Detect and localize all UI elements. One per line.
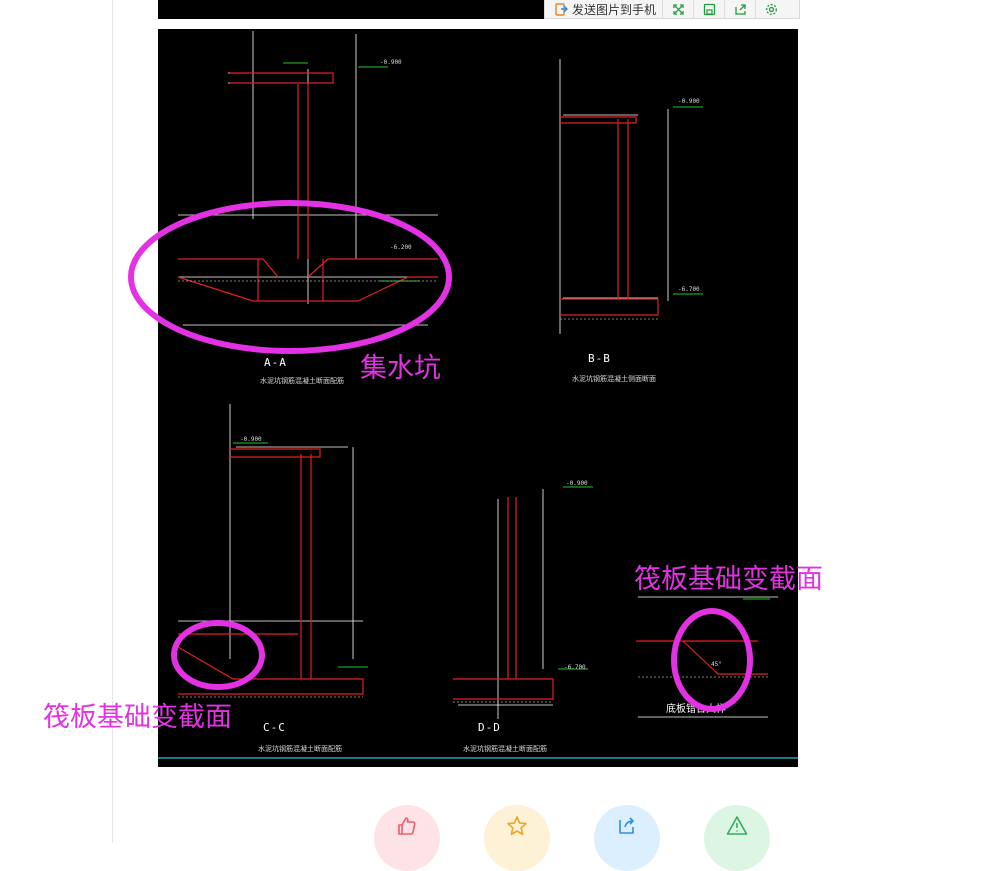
cad-elevation-2: -6.200 <box>390 244 412 251</box>
annotation-raft-change-left: 筏板基础变截面 <box>43 702 232 733</box>
cad-elevation-5: -0.900 <box>240 436 262 443</box>
section-title-b: B-B <box>588 352 611 365</box>
section-title-c: C-C <box>263 721 286 734</box>
settings-icon <box>765 3 777 15</box>
share-icon <box>619 817 634 834</box>
cad-elevation-7: -6.700 <box>564 664 586 671</box>
detail-caption: 底板错台大样 <box>666 704 726 715</box>
cad-elevation-3: -0.900 <box>678 98 700 105</box>
send-to-phone-button[interactable]: 发送图片到手机 <box>545 0 664 18</box>
image-toolbar: 发送图片到手机 <box>544 0 800 19</box>
section-caption-a: 水泥坑钢筋混凝土断面配筋 <box>260 377 344 385</box>
share-image-button[interactable] <box>725 0 757 18</box>
share-button[interactable] <box>594 805 660 871</box>
content-left-border <box>112 0 113 843</box>
cad-elevation-6: -0.900 <box>566 480 588 487</box>
star-icon <box>507 816 527 836</box>
phone-icon <box>555 2 568 16</box>
section-caption-c: 水泥坑钢筋混凝土断面配筋 <box>258 745 342 753</box>
cad-linework: -0.900 -6.200 -0.900 -6.700 -0.900 -0.90… <box>158 31 798 759</box>
save-image-button[interactable] <box>694 0 726 18</box>
thumbs-up-icon <box>398 817 416 835</box>
post-actions-bar <box>0 805 1006 871</box>
settings-button[interactable] <box>756 0 786 18</box>
favorite-button[interactable] <box>484 805 550 871</box>
warning-icon <box>726 816 748 835</box>
section-caption-b: 水泥坑钢筋混凝土侧面断面 <box>572 375 656 383</box>
report-button[interactable] <box>704 805 770 871</box>
section-title-d: D-D <box>478 721 501 734</box>
cad-elevation-4: -6.700 <box>678 286 700 293</box>
annotation-raft-change-right: 筏板基础变截面 <box>634 564 823 595</box>
expand-button[interactable] <box>663 0 695 18</box>
cad-drawing-image: -0.900 -6.200 -0.900 -6.700 -0.900 -0.90… <box>158 29 798 767</box>
section-caption-d: 水泥坑钢筋混凝土断面配筋 <box>463 745 547 753</box>
expand-icon <box>672 3 684 15</box>
cad-elevation-1: -0.900 <box>380 59 402 66</box>
send-to-phone-label: 发送图片到手机 <box>572 2 657 17</box>
annotation-sump-pit: 集水坑 <box>360 353 441 384</box>
section-title-a: A-A <box>264 356 287 369</box>
share-icon <box>734 3 746 15</box>
save-icon <box>703 3 715 15</box>
like-button[interactable] <box>374 805 440 871</box>
cad-angle-label: 45° <box>711 661 722 668</box>
